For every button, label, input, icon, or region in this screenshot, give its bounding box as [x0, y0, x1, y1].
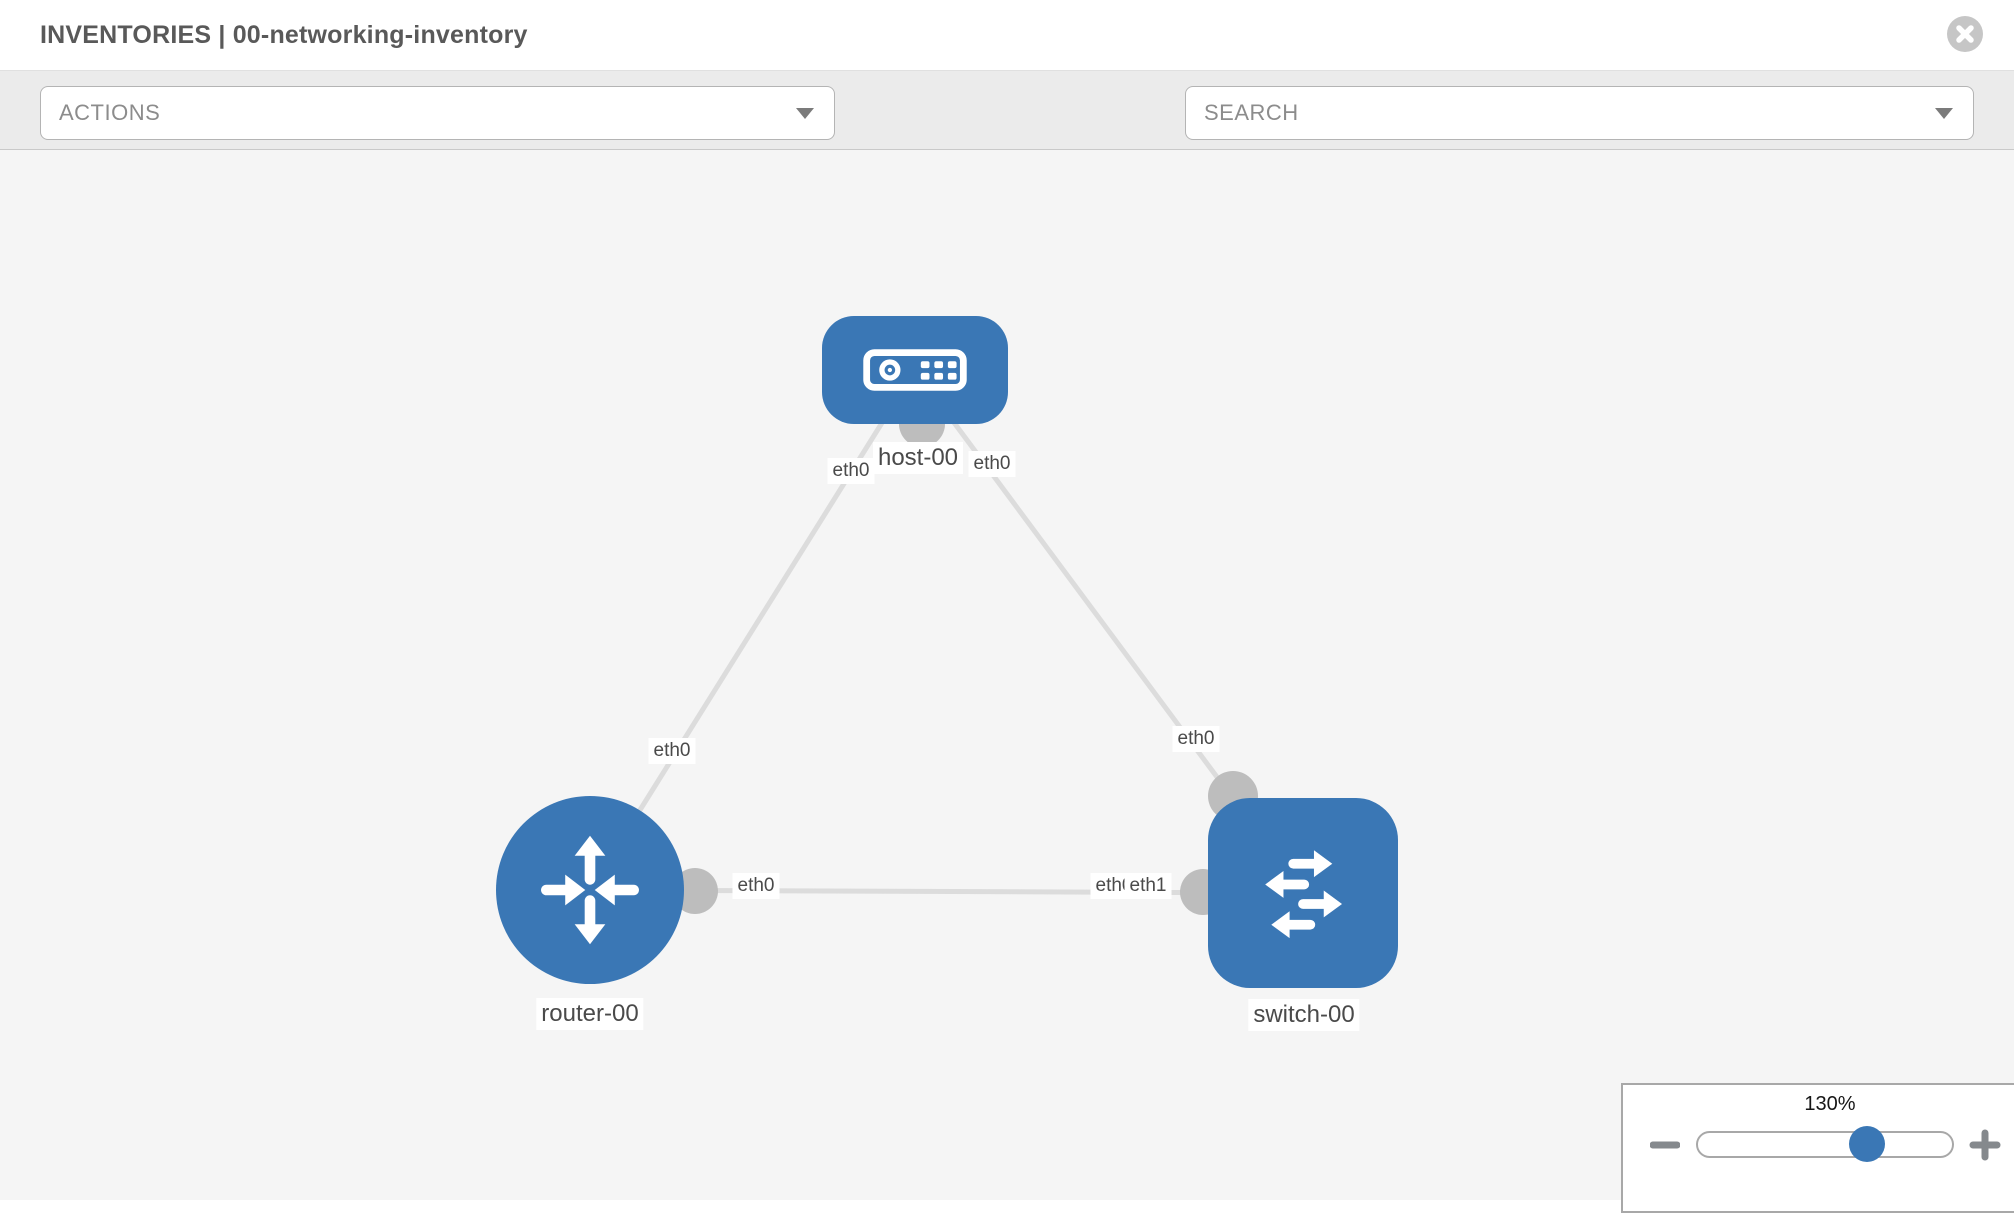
link-host-router [587, 368, 918, 892]
zoom-level-value: 130% [1804, 1093, 1856, 1115]
search-dropdown-label: SEARCH [1204, 100, 1299, 125]
header: INVENTORIES | 00-networking-inventory [0, 0, 2014, 70]
close-button[interactable] [1947, 16, 1983, 52]
host-icon [863, 349, 967, 391]
node-label-host: host-00 [872, 442, 964, 474]
zoom-slider-track[interactable] [1696, 1126, 1954, 1162]
close-icon [1956, 25, 1974, 43]
router-icon [541, 835, 639, 945]
node-router-00[interactable] [496, 796, 684, 984]
chevron-down-icon [796, 108, 814, 119]
interface-label: eth0 [648, 738, 696, 764]
interface-label: eth0 [1172, 726, 1220, 752]
topology-canvas[interactable]: host-00 router-00 switch-00 eth0 eth0 et… [0, 150, 2014, 1200]
zoom-control-panel: 130% [1621, 1083, 2014, 1213]
search-dropdown[interactable]: SEARCH [1185, 86, 1974, 140]
interface-label: eth0 [732, 873, 780, 899]
node-label-switch: switch-00 [1248, 999, 1360, 1031]
plus-icon [1969, 1129, 2001, 1161]
minus-icon [1650, 1141, 1680, 1149]
zoom-in-button[interactable] [1965, 1125, 2005, 1165]
actions-dropdown-label: ACTIONS [59, 100, 161, 125]
page-title: INVENTORIES | 00-networking-inventory [40, 21, 528, 49]
chevron-down-icon [1935, 108, 1953, 119]
links-layer [587, 368, 1306, 896]
zoom-slider-thumb[interactable] [1849, 1126, 1885, 1162]
node-host-00[interactable] [822, 316, 1008, 424]
interface-label: eth0 [968, 451, 1016, 477]
toolbar: ACTIONS SEARCH [0, 70, 2014, 204]
actions-dropdown[interactable]: ACTIONS [40, 86, 835, 140]
interface-label: eth0 [827, 458, 875, 484]
node-switch-00[interactable] [1208, 798, 1398, 988]
zoom-out-button[interactable] [1647, 1129, 1683, 1161]
node-label-router: router-00 [536, 998, 644, 1030]
switch-icon [1265, 850, 1343, 939]
interface-label: eth1 [1124, 873, 1172, 899]
